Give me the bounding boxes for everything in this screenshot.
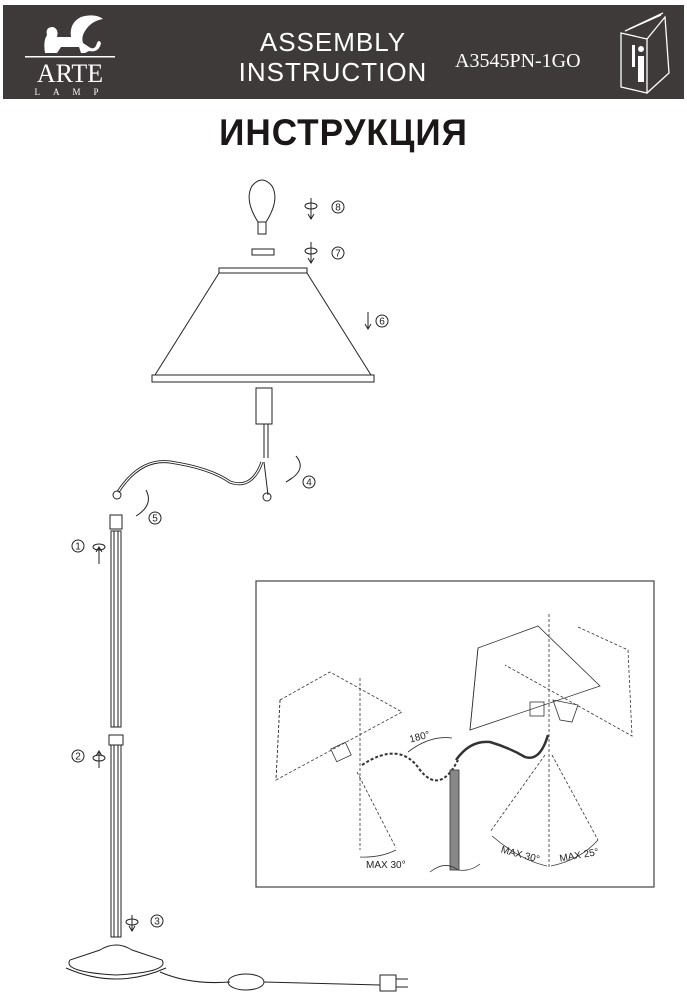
step-label: 3 <box>154 917 160 928</box>
title-line1: ASSEMBLY <box>259 27 407 57</box>
title-line2: INSTRUCTION <box>238 57 428 87</box>
cable <box>159 971 231 984</box>
shade-ring <box>251 248 275 256</box>
max-angle-left: MAX 30° <box>366 860 406 871</box>
max-angle-mid: MAX 30° <box>500 845 541 866</box>
brand-logo: ARTE LAMP <box>25 13 115 97</box>
step-label: 4 <box>306 478 312 489</box>
rotation-label: 180° <box>408 730 431 746</box>
header-banner: ARTE LAMP ASSEMBLY INSTRUCTION A3545PN-1… <box>3 5 684 99</box>
step-label: 5 <box>152 514 158 525</box>
instruction-book-icon <box>620 12 670 94</box>
header-title: ASSEMBLY INSTRUCTION <box>208 27 458 87</box>
foot-switch <box>227 973 265 991</box>
max-angle-right: MAX 25° <box>559 847 600 865</box>
model-number: A3545PN-1GO <box>455 50 581 72</box>
step-label: 8 <box>335 203 341 214</box>
lamp-base <box>68 944 164 976</box>
step-label: 6 <box>379 317 385 328</box>
adjustment-inset: 180° MAX 30° MAX 30° MAX 25° <box>255 580 655 888</box>
pole-lower <box>110 744 122 938</box>
lampshade <box>151 267 375 383</box>
step-label: 2 <box>75 752 81 763</box>
step-label: 1 <box>75 542 81 553</box>
socket <box>255 387 273 425</box>
brand-sub: LAMP <box>34 87 112 97</box>
pole-upper <box>110 530 122 728</box>
brand-name: ARTE <box>36 59 104 88</box>
bulb-icon <box>248 179 276 235</box>
winged-lion-icon <box>25 15 115 58</box>
plug <box>379 974 397 992</box>
step-label: 7 <box>335 249 341 260</box>
page-title: ИНСТРУКЦИЯ <box>219 112 468 153</box>
